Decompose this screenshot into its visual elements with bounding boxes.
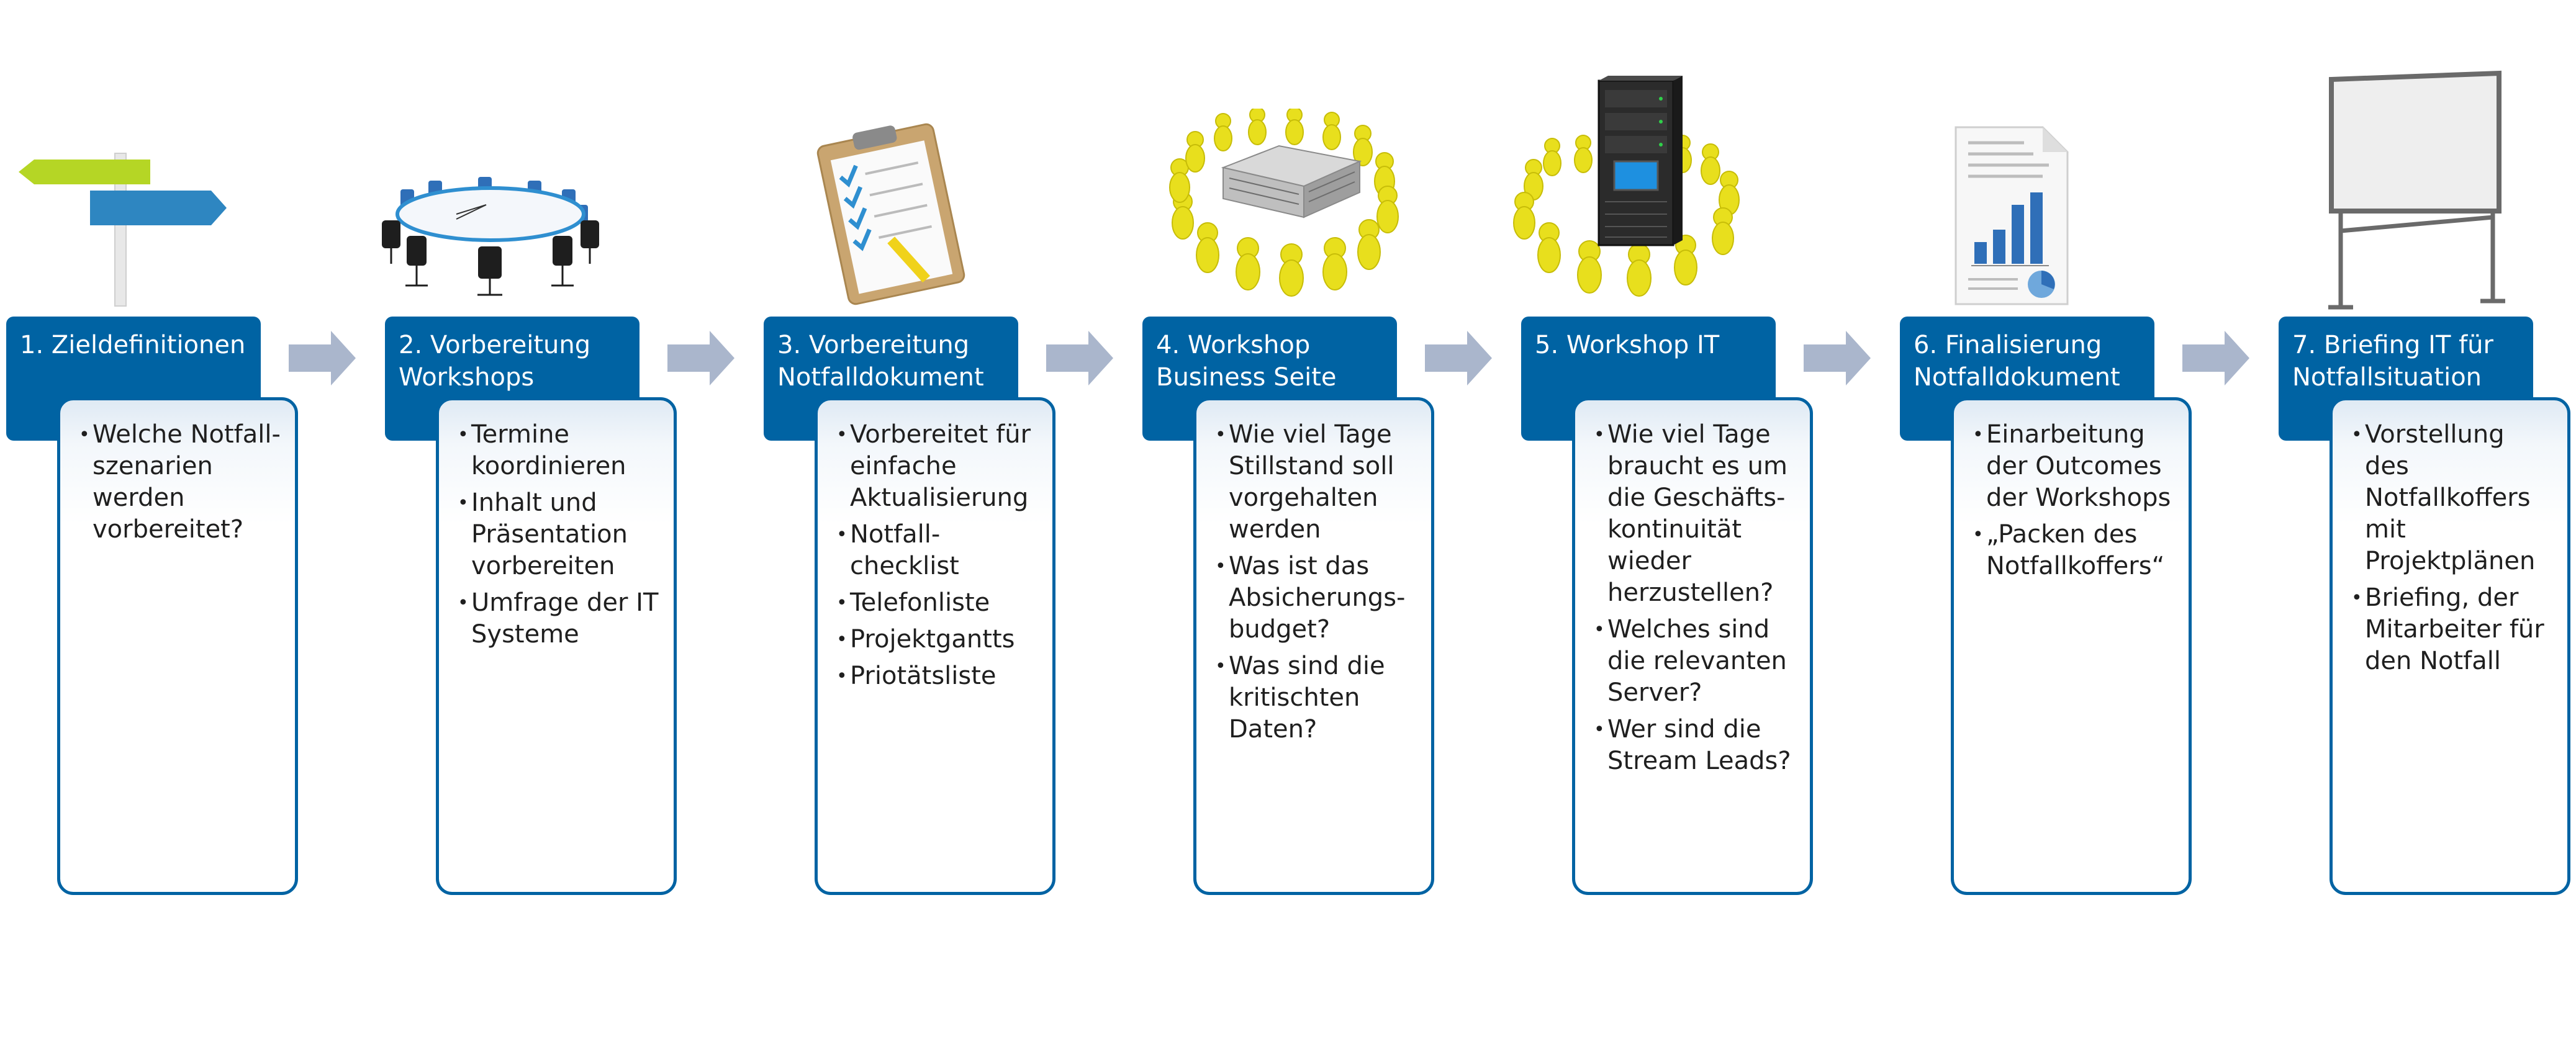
bullet-item: Was sind die kritischten Daten? — [1210, 650, 1422, 745]
step-5: 5. Workshop IT Wie viel Tage braucht es … — [1521, 310, 1813, 906]
bullet-list: Einarbeitung der Outcomes der Workshops … — [1968, 419, 2180, 582]
bullet-item: Umfrage der IT Systeme — [453, 587, 665, 650]
step-title: 5. Workshop IT — [1521, 317, 1776, 441]
report-document-icon — [1955, 126, 2069, 305]
step-1: 1. Zieldefinitionen Welche Notfall- szen… — [6, 310, 298, 906]
step-card: Vorstellung des Notfallkoffers mit Proje… — [2330, 397, 2570, 895]
bullet-list: Vorbereitet für einfache Aktualisierung … — [831, 419, 1044, 692]
step-card: Wie viel Tage braucht es um die Geschäft… — [1572, 397, 1813, 895]
bullet-item: Notfall- checklist — [831, 519, 1044, 582]
meeting-table-icon — [382, 177, 599, 296]
clipboard-checklist-icon — [816, 123, 965, 305]
bullet-item: Priotätsliste — [831, 660, 1044, 692]
arrow-icon — [1046, 331, 1113, 385]
step-card: Vorbereitet für einfache Aktualisierung … — [815, 397, 1055, 895]
bullet-list: Wie viel Tage Stillstand soll vorgehalte… — [1210, 419, 1422, 745]
bullet-list: Welche Notfall- szenarien werden vorbere… — [74, 419, 286, 546]
bullet-item: Was ist das Absicherungs- budget? — [1210, 551, 1422, 645]
arrow-icon — [1425, 331, 1492, 385]
signpost-icon — [19, 153, 227, 307]
bullet-item: Wer sind die Stream Leads? — [1589, 714, 1801, 777]
step-7: 7. Briefing IT für Notfallsituation Vors… — [2279, 310, 2570, 906]
bullet-item: Wie viel Tage Stillstand soll vorgehalte… — [1210, 419, 1422, 546]
bullet-item: Briefing, der Mitarbeiter für den Notfal… — [2346, 582, 2559, 677]
bullet-list: Termine koordinieren Inhalt und Präsenta… — [453, 419, 665, 650]
arrow-icon — [2182, 331, 2249, 385]
bullet-item: Wie viel Tage braucht es um die Geschäft… — [1589, 419, 1801, 609]
bullet-item: Vorstellung des Notfallkoffers mit Proje… — [2346, 419, 2559, 577]
bullet-item: Projektgantts — [831, 624, 1044, 655]
step-card: Welche Notfall- szenarien werden vorbere… — [57, 397, 298, 895]
people-around-server-icon — [1513, 76, 1740, 297]
step-2: 2. Vorbereitung Workshops Termine koordi… — [385, 310, 677, 906]
step-4: 4. Workshop Business Seite Wie viel Tage… — [1142, 310, 1434, 906]
bullet-item: Vorbereitet für einfache Aktualisierung — [831, 419, 1044, 514]
bullet-list: Wie viel Tage braucht es um die Geschäft… — [1589, 419, 1801, 777]
step-card: Einarbeitung der Outcomes der Workshops … — [1951, 397, 2192, 895]
bullet-item: Inhalt und Präsentation vorbereiten — [453, 487, 665, 582]
bullet-item: „Packen des Notfallkoffers“ — [1968, 519, 2180, 582]
bullet-item: Termine koordinieren — [453, 419, 665, 482]
bullet-item: Welche Notfall- szenarien werden vorbere… — [74, 419, 286, 546]
whiteboard-icon — [2328, 70, 2505, 310]
arrow-icon — [667, 331, 734, 385]
bullet-item: Telefonliste — [831, 587, 1044, 619]
step-6: 6. Finalisierung Notfalldokument Einarbe… — [1900, 310, 2192, 906]
bullet-list: Vorstellung des Notfallkoffers mit Proje… — [2346, 419, 2559, 677]
arrow-icon — [1804, 331, 1871, 385]
people-around-building-icon — [1169, 109, 1399, 297]
step-card: Termine koordinieren Inhalt und Präsenta… — [436, 397, 677, 895]
step-3: 3. Vorbereitung Notfalldokument Vorberei… — [764, 310, 1055, 906]
bullet-item: Welches sind die relevanten Server? — [1589, 614, 1801, 709]
bullet-item: Einarbeitung der Outcomes der Workshops — [1968, 419, 2180, 514]
arrow-icon — [289, 331, 356, 385]
step-card: Wie viel Tage Stillstand soll vorgehalte… — [1193, 397, 1434, 895]
